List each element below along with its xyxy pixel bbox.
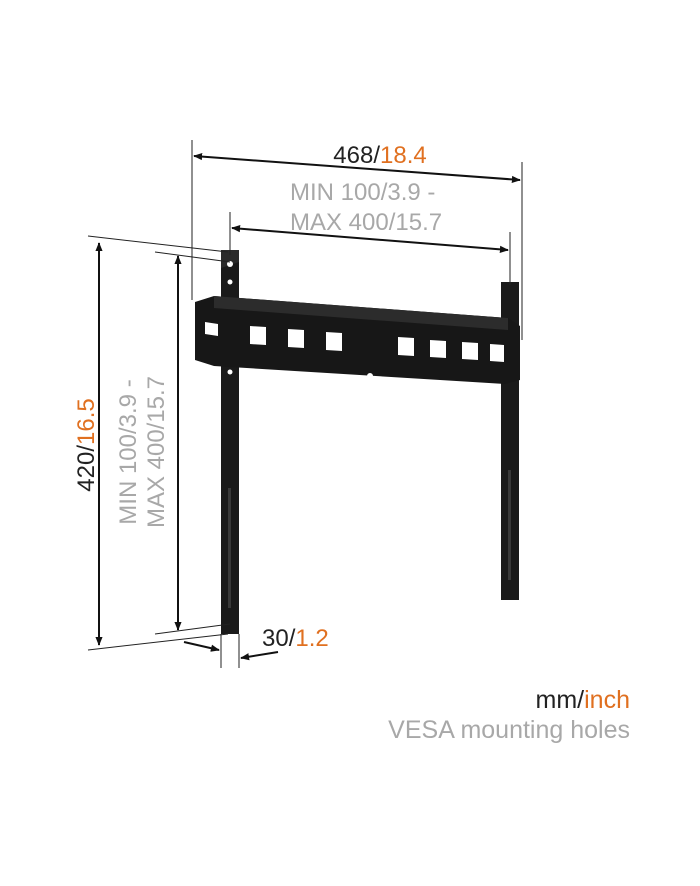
vesa-horizontal-label-2: MAX 400/15.7 bbox=[290, 209, 442, 236]
vesa-vertical-label-1: MIN 100/3.9 - bbox=[115, 379, 142, 524]
depth-dimension: 30/1.2 bbox=[183, 625, 329, 668]
units-legend: mm/inch bbox=[535, 686, 630, 714]
left-rail-hook bbox=[221, 250, 239, 268]
depth-label: 30/1.2 bbox=[262, 625, 329, 652]
height-dimension: 420/16.5 bbox=[73, 235, 229, 651]
vesa-horizontal-label-1: MIN 100/3.9 - bbox=[290, 179, 435, 206]
vesa-vertical-label-2: MAX 400/15.7 bbox=[143, 376, 170, 528]
vesa-horizontal-dimension: MIN 100/3.9 - MAX 400/15.7 bbox=[229, 179, 511, 285]
width-dimension: 468/18.4 bbox=[191, 140, 523, 340]
tv-mount-bracket bbox=[195, 250, 520, 634]
vesa-vertical-dimension: MIN 100/3.9 - MAX 400/15.7 bbox=[115, 251, 231, 635]
vesa-holes-note: VESA mounting holes bbox=[388, 716, 630, 744]
plate-slots bbox=[205, 322, 504, 362]
width-label: 468/18.4 bbox=[333, 142, 426, 169]
width-arrow bbox=[193, 153, 521, 183]
height-label: 420/16.5 bbox=[73, 398, 100, 491]
vesa-horizontal-arrow bbox=[231, 225, 509, 253]
